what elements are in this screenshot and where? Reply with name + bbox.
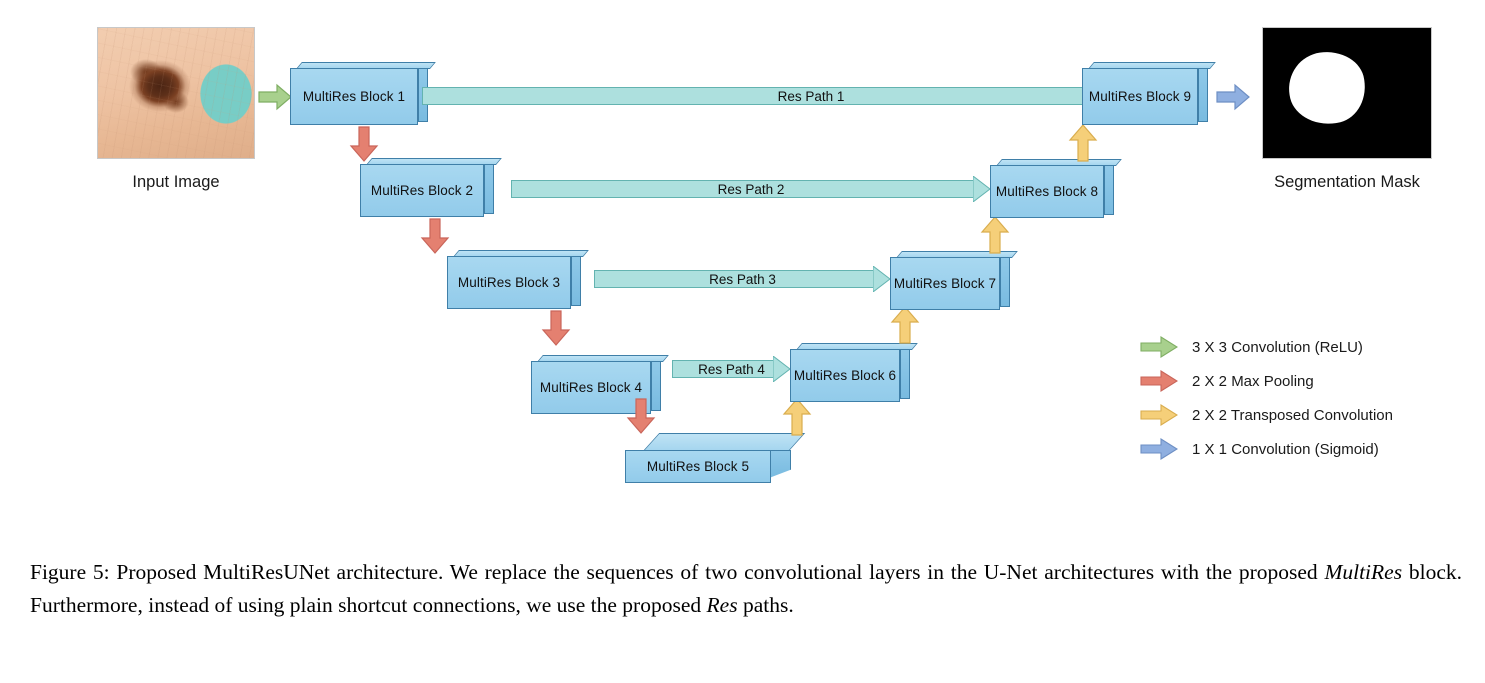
multires-block-8[interactable]: MultiRes Block 8 <box>990 159 1122 221</box>
block-label: MultiRes Block 6 <box>793 368 897 383</box>
legend-label: 3 X 3 Convolution (ReLU) <box>1192 338 1363 356</box>
res-path-3[interactable]: Res Path 3 <box>594 266 891 292</box>
conv-sigmoid-arrow-output <box>1216 83 1250 111</box>
block-label: MultiRes Block 4 <box>539 380 643 395</box>
figure-caption-text-2: block. Furthermore, instead of using pla… <box>30 560 1462 617</box>
yellow-right-arrow-icon <box>1140 404 1178 426</box>
block-side-face <box>571 256 581 306</box>
conv-relu-arrow-input <box>258 83 292 111</box>
legend-label: 1 X 1 Convolution (Sigmoid) <box>1192 440 1379 458</box>
block-front-face: MultiRes Block 1 <box>290 68 418 125</box>
block-label: MultiRes Block 7 <box>893 276 997 291</box>
max-pool-arrow-2-to-3 <box>420 218 450 254</box>
block-side-face <box>1000 257 1010 307</box>
block-front-face: MultiRes Block 3 <box>447 256 571 309</box>
figure-caption-number: Figure 5: <box>30 560 110 584</box>
transposed-conv-arrow-5-to-6 <box>782 398 812 436</box>
input-image-caption: Input Image <box>132 173 220 191</box>
multires-block-3[interactable]: MultiRes Block 3 <box>447 250 591 312</box>
block-front-face: MultiRes Block 9 <box>1082 68 1198 125</box>
red-right-arrow-icon <box>1140 370 1178 392</box>
block-side-face <box>1198 68 1208 122</box>
block-side-face <box>900 349 910 399</box>
max-pool-arrow-4-to-5 <box>626 398 656 434</box>
legend-item-conv-sigmoid: 1 X 1 Convolution (Sigmoid) <box>1140 432 1393 466</box>
legend-item-transposed-conv: 2 X 2 Transposed Convolution <box>1140 398 1393 432</box>
block-side-face <box>484 164 494 214</box>
block-front-face: MultiRes Block 7 <box>890 257 1000 310</box>
block-label: MultiRes Block 5 <box>646 459 750 474</box>
block-label: MultiRes Block 8 <box>995 184 1099 199</box>
max-pool-arrow-3-to-4 <box>541 310 571 346</box>
res-path-arrowhead <box>973 176 991 202</box>
block-label: MultiRes Block 3 <box>457 275 561 290</box>
multires-block-2[interactable]: MultiRes Block 2 <box>360 158 506 220</box>
res-path-label: Res Path 3 <box>709 271 776 287</box>
multires-block-1[interactable]: MultiRes Block 1 <box>290 62 436 128</box>
block-label: MultiRes Block 1 <box>302 89 406 104</box>
blue-right-arrow-icon <box>1140 438 1178 460</box>
res-path-arrowhead <box>773 356 791 382</box>
legend-item-conv-relu: 3 X 3 Convolution (ReLU) <box>1140 330 1393 364</box>
figure-caption-text-1: Proposed MultiResUNet architecture. We r… <box>109 560 1325 584</box>
block-front-face: MultiRes Block 2 <box>360 164 484 217</box>
block-top-face <box>643 433 806 451</box>
legend-label: 2 X 2 Max Pooling <box>1192 372 1314 390</box>
transposed-conv-arrow-6-to-7 <box>890 306 920 344</box>
figure-caption-text-3: paths. <box>737 593 794 617</box>
multires-block-7[interactable]: MultiRes Block 7 <box>890 251 1020 313</box>
multires-block-9[interactable]: MultiRes Block 9 <box>1082 62 1216 128</box>
max-pool-arrow-1-to-2 <box>349 126 379 162</box>
block-side-face <box>651 361 661 411</box>
res-path-2[interactable]: Res Path 2 <box>511 176 991 202</box>
transposed-conv-arrow-7-to-8 <box>980 216 1010 254</box>
block-side-face <box>769 450 791 478</box>
figure-caption-emphasis-res: Res <box>706 593 738 617</box>
block-label: MultiRes Block 9 <box>1088 89 1192 104</box>
legend-item-max-pooling: 2 X 2 Max Pooling <box>1140 364 1393 398</box>
transposed-conv-arrow-8-to-9 <box>1068 124 1098 162</box>
legend: 3 X 3 Convolution (ReLU) 2 X 2 Max Pooli… <box>1140 330 1393 466</box>
block-side-face <box>1104 165 1114 215</box>
block-front-face: MultiRes Block 6 <box>790 349 900 402</box>
block-front-face: MultiRes Block 8 <box>990 165 1104 218</box>
input-image <box>97 27 255 159</box>
segmentation-mask-caption: Segmentation Mask <box>1274 173 1420 191</box>
res-path-4[interactable]: Res Path 4 <box>672 356 791 382</box>
figure-caption-emphasis-multires: MultiRes <box>1324 560 1403 584</box>
mask-blob <box>1284 47 1370 129</box>
skin-texture-overlay <box>98 28 254 158</box>
multires-block-5[interactable]: MultiRes Block 5 <box>625 433 806 483</box>
multires-block-4[interactable]: MultiRes Block 4 <box>531 355 671 417</box>
segmentation-mask-image <box>1262 27 1432 159</box>
res-path-label: Res Path 1 <box>777 88 845 104</box>
block-label: MultiRes Block 2 <box>370 183 474 198</box>
res-path-arrowhead <box>873 266 891 292</box>
figure-caption: Figure 5: Proposed MultiResUNet architec… <box>30 556 1462 622</box>
res-path-label: Res Path 2 <box>717 181 785 197</box>
block-front-face: MultiRes Block 4 <box>531 361 651 414</box>
res-path-label: Res Path 4 <box>698 361 765 377</box>
multires-block-6[interactable]: MultiRes Block 6 <box>790 343 920 405</box>
block-front-face: MultiRes Block 5 <box>625 450 771 483</box>
green-right-arrow-icon <box>1140 336 1178 358</box>
legend-label: 2 X 2 Transposed Convolution <box>1192 406 1393 424</box>
